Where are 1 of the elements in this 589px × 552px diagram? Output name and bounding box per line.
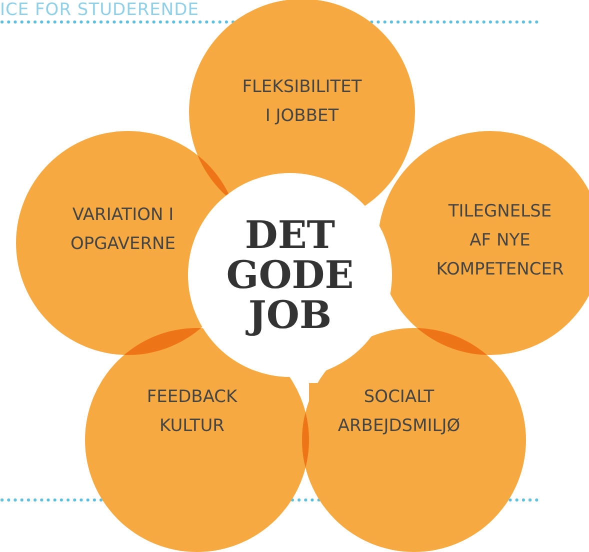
header-text: ICE FOR STUDERENDE [0, 0, 199, 20]
